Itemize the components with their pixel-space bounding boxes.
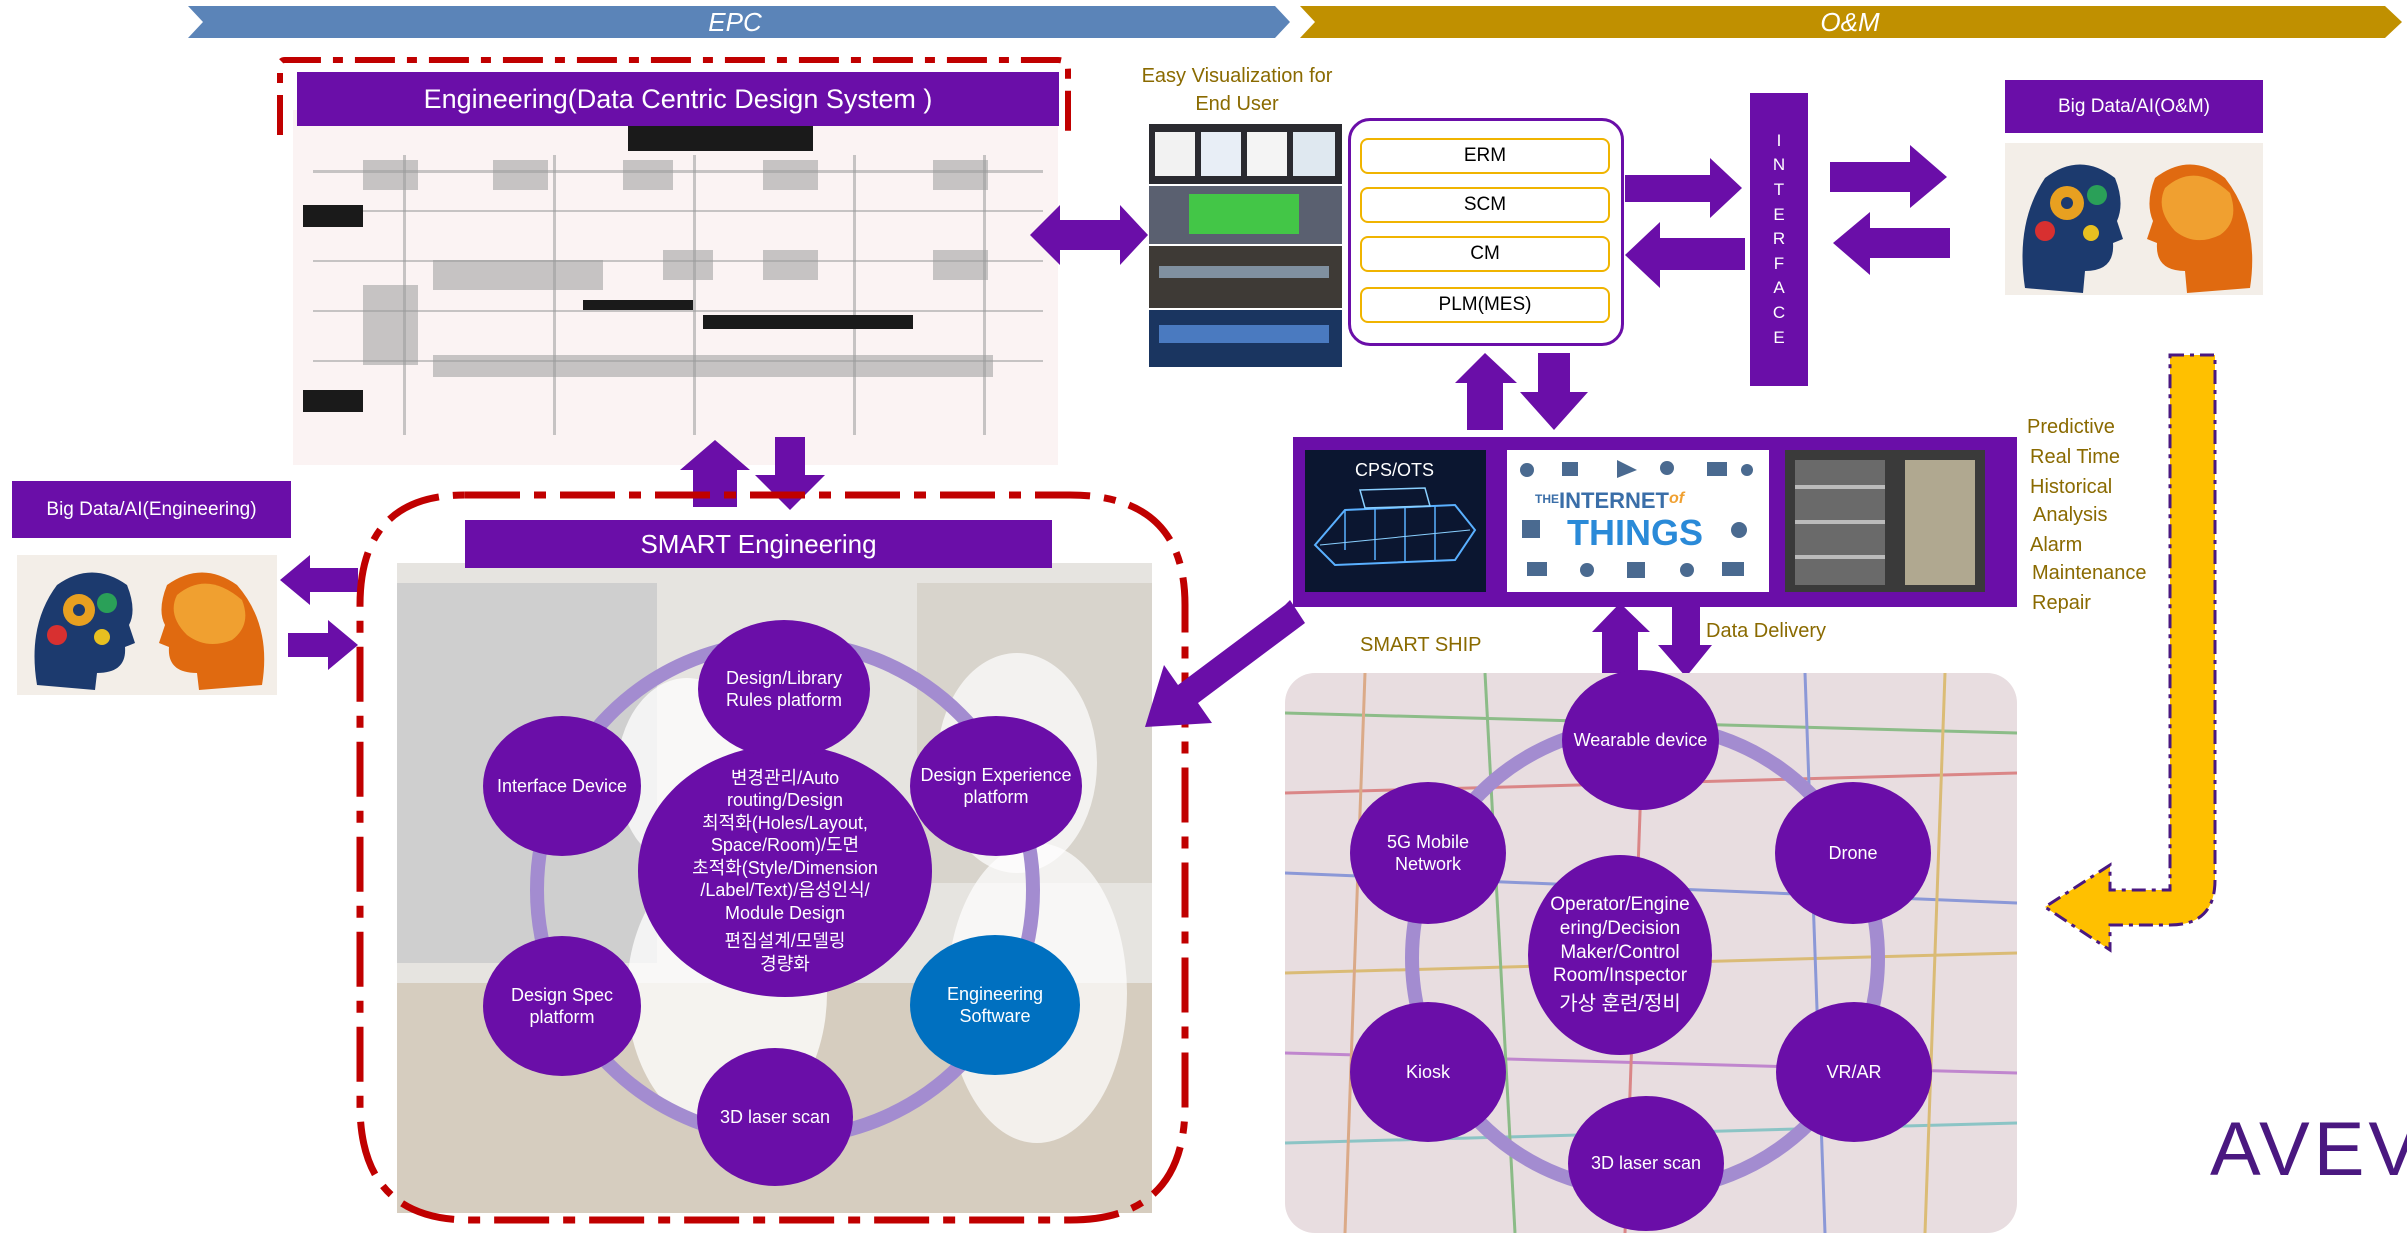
node-design-spec: Design Spec platform: [483, 936, 641, 1076]
om-function-analysis: Analysis: [2033, 504, 2108, 526]
node-design-experience: Design Experience platform: [910, 716, 1082, 856]
interface-bar: I N T E R F A C E: [1750, 93, 1808, 386]
cps-ots-image: CPS/OTS: [1305, 450, 1486, 592]
big-data-engineering-label: Big Data/AI(Engineering): [12, 481, 291, 538]
interface-bigdata-om-arrows: [1830, 145, 1950, 275]
easy-visualization-label: Easy Visualization for End User: [1141, 65, 1333, 115]
engineering-visualization-arrow: [1030, 205, 1148, 265]
service-erm: ERM: [1360, 138, 1610, 174]
om-function-alarm: Alarm: [2030, 534, 2083, 556]
om-function-repair: Repair: [2032, 592, 2091, 614]
node-engineering-software: Engineering Software: [910, 935, 1080, 1075]
bigdata-engineering-arrows: [280, 555, 358, 670]
internet-of-things-image: THE INTERNET of THINGS: [1507, 450, 1769, 592]
feedback-yellow-arrow: [2042, 353, 2217, 953]
phase-om-label: O&M: [1820, 7, 1880, 37]
om-function-real-time: Real Time: [2030, 446, 2121, 468]
engineering-sketch-panel: [293, 110, 1058, 465]
big-data-om-label: Big Data/AI(O&M): [2005, 80, 2263, 133]
service-scm: SCM: [1360, 187, 1610, 223]
om-functions-list: Predictive Real Time Historical Analysis…: [2027, 412, 2147, 618]
node-interface-device: Interface Device: [483, 716, 641, 856]
phase-arrows: [188, 6, 2402, 38]
service-cm: CM: [1360, 236, 1610, 272]
smart-engineering-title: SMART Engineering: [465, 520, 1052, 568]
om-function-predictive: Predictive: [2027, 416, 2115, 438]
phase-epc-label: EPC: [708, 7, 762, 37]
smart-engineering-center: 변경관리/Auto routing/Design 최적화(Holes/Layou…: [638, 745, 932, 997]
services-interface-arrows: [1625, 158, 1745, 288]
data-delivery-arrows: [1592, 603, 1712, 677]
node-3d-laser-scan-engineering: 3D laser scan: [697, 1048, 853, 1186]
node-3d-laser-scan-ship: 3D laser scan: [1568, 1096, 1724, 1231]
aveva-logo: AVEV: [2210, 1110, 2407, 1190]
node-wearable-device: Wearable device: [1562, 670, 1719, 810]
service-plm: PLM(MES): [1360, 287, 1610, 323]
iot-icons: [1520, 460, 1753, 578]
node-design-library-rules: Design/Library Rules platform: [698, 620, 870, 758]
iot-to-engineering-arrow: [1145, 600, 1305, 727]
node-kiosk: Kiosk: [1350, 1002, 1506, 1142]
node-drone: Drone: [1775, 782, 1931, 924]
cps-ots-label: CPS/OTS: [1355, 460, 1435, 480]
services-iot-arrows: [1455, 353, 1588, 430]
om-function-maintenance: Maintenance: [2032, 562, 2147, 584]
data-delivery-label: Data Delivery: [1706, 620, 1827, 642]
node-vr-ar: VR/AR: [1776, 1002, 1932, 1142]
engineering-dashed-frame: [277, 57, 1071, 135]
smart-engineering-dashed-frame: [356, 491, 1189, 1224]
visualization-images: [1149, 124, 1342, 367]
om-function-historical: Historical: [2030, 476, 2113, 498]
smart-ship-label: SMART SHIP: [1360, 634, 1482, 656]
engineering-title: Engineering(Data Centric Design System ): [297, 72, 1059, 126]
smart-ship-center: Operator/Engine ering/Decision Maker/Con…: [1528, 855, 1712, 1055]
node-5g-mobile-network: 5G Mobile Network: [1350, 782, 1506, 924]
ai-brain-icon: [17, 555, 277, 695]
ai-brain-om-icon: [2005, 143, 2263, 295]
archive-shelves-image: [1785, 450, 1985, 592]
